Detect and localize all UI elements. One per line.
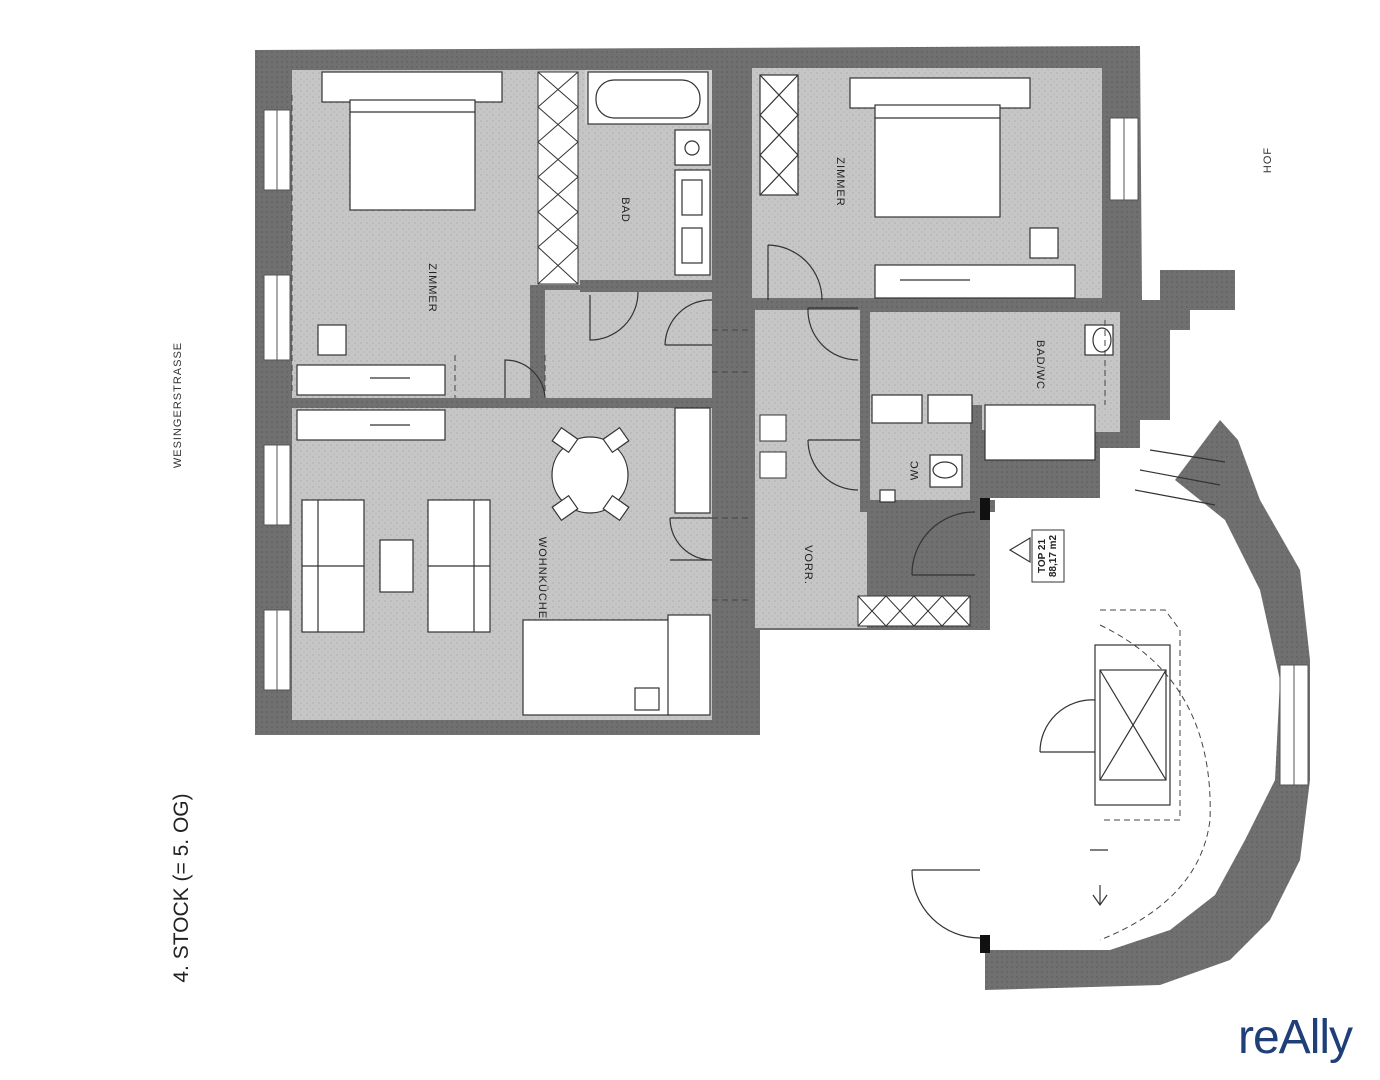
unit-info: TOP 21 88,17 m2	[1037, 535, 1059, 577]
room-label-bathroom: BAD	[619, 197, 631, 223]
room-label-bedroom-2: ZIMMER	[834, 157, 846, 207]
unit-area: 88,17 m2	[1048, 534, 1059, 578]
courtyard-label: HOF	[1262, 146, 1274, 174]
room-label-hallway: VORR.	[802, 545, 814, 585]
room-label-bath-wc: BAD/WC	[1034, 340, 1046, 390]
unit-number: TOP 21	[1037, 538, 1048, 574]
wardrobe-hall	[537, 71, 579, 285]
brand-logo: reAlly	[1238, 1011, 1353, 1064]
stair-core	[1090, 449, 1226, 907]
doors	[504, 244, 1096, 939]
dashed-outlines	[291, 95, 1211, 941]
room-label-wc: WC	[909, 459, 921, 481]
living-kitchen-furniture	[301, 407, 711, 716]
room-label-bedroom-1: ZIMMER	[426, 263, 438, 313]
bathroom-fixtures	[587, 71, 711, 276]
bedroom-1-furniture	[296, 71, 503, 441]
courtyard-windows	[1109, 117, 1309, 786]
street-name: WESINGERSTRASSE	[172, 341, 184, 469]
interior-walls	[292, 60, 1120, 953]
bedroom-2-furniture	[759, 74, 1076, 299]
bath-wc-fixtures	[871, 324, 1114, 503]
hallway-wardrobe	[759, 414, 971, 627]
floor-title: 4. STOCK (= 5. OG)	[170, 793, 193, 983]
street-windows	[263, 109, 291, 691]
room-label-living-kitchen: WOHNKÜCHE	[536, 536, 548, 620]
unit-marker	[1008, 529, 1065, 583]
